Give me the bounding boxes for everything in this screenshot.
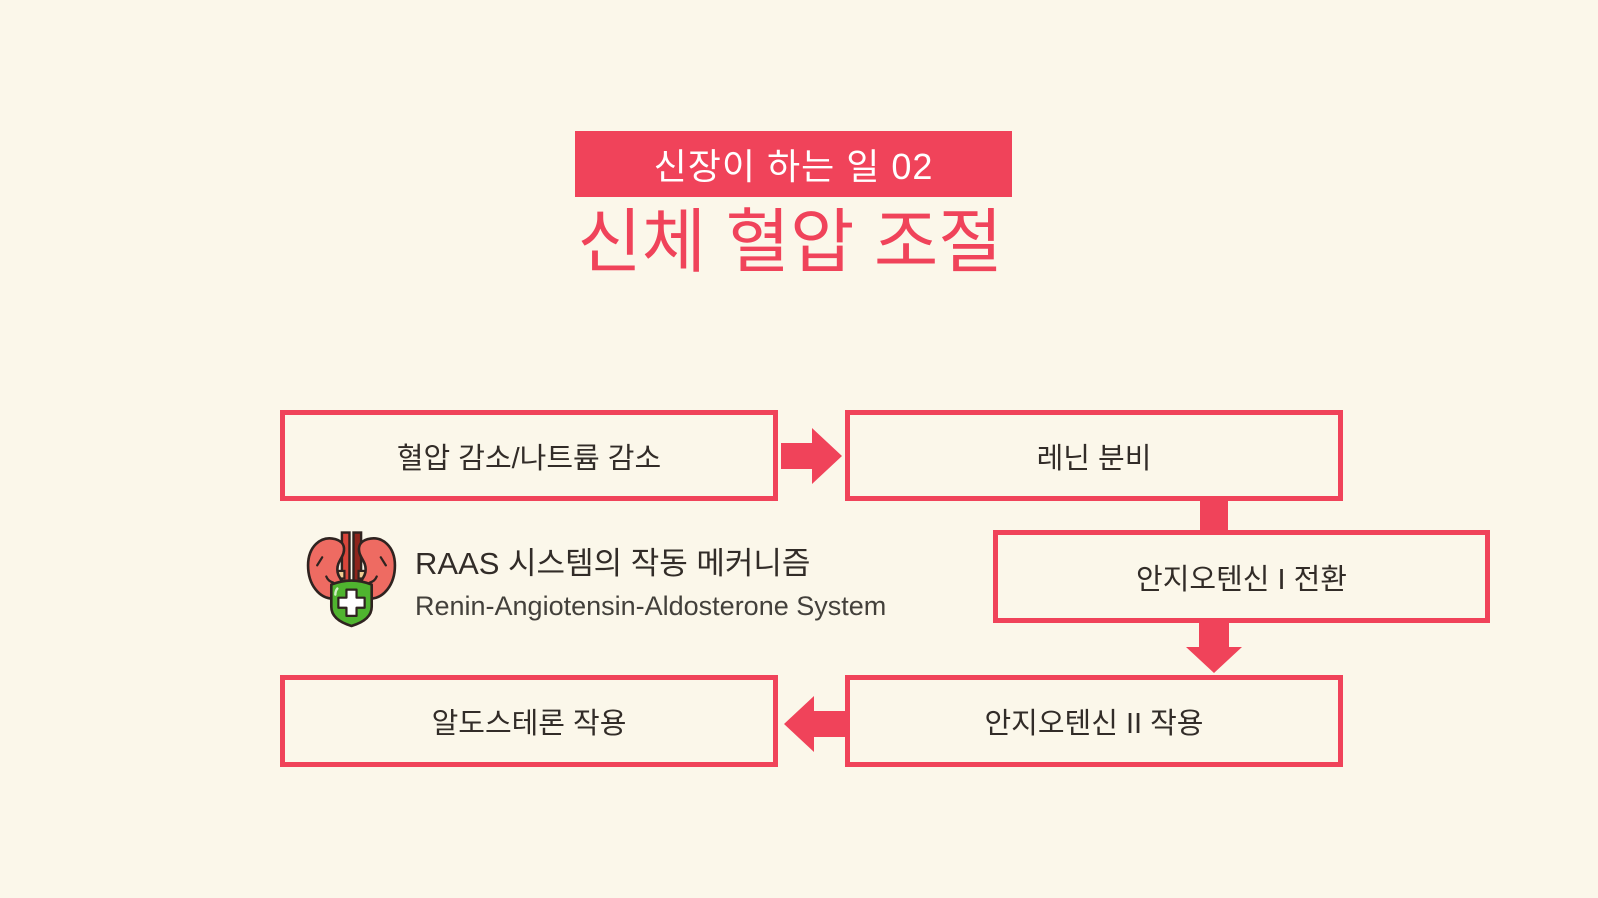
flow-box-label: 안지오텐신 I 전환 — [1136, 563, 1347, 596]
flow-box-label: 알도스테론 작용 — [431, 708, 627, 740]
flow-box-angiotensin-2-action: 안지오텐신 II 작용 — [845, 675, 1343, 767]
connector-down-bar — [1200, 499, 1228, 532]
flow-box-bp-sodium-decrease: 혈압 감소/나트륨 감소 — [280, 410, 778, 501]
raas-legend-title: RAAS 시스템의 작동 메커니즘 — [415, 546, 811, 581]
flow-box-label: 혈압 감소/나트륨 감소 — [396, 442, 662, 475]
arrow-right-icon — [781, 428, 843, 484]
raas-legend-subtitle: Renin-Angiotensin-Aldosterone System — [415, 591, 887, 621]
flow-box-aldosterone-action: 알도스테론 작용 — [280, 675, 778, 767]
arrow-down-icon — [1186, 621, 1242, 673]
flow-box-angiotensin-1-conversion: 안지오텐신 I 전환 — [993, 530, 1490, 623]
flow-box-label: 레닌 분비 — [1036, 442, 1152, 475]
header-badge: 신장이 하는 일 02 — [575, 131, 1012, 197]
flow-box-renin-secretion: 레닌 분비 — [845, 410, 1343, 501]
raas-legend: RAAS 시스템의 작동 메커니즘 Renin-Angiotensin-Aldo… — [415, 545, 886, 622]
header-badge-label: 신장이 하는 일 02 — [653, 146, 934, 187]
kidney-shield-icon — [301, 531, 402, 633]
arrow-left-icon — [783, 696, 845, 752]
page-title: 신체 혈압 조절 — [577, 203, 1003, 281]
flow-box-label: 안지오텐신 II 작용 — [984, 708, 1204, 740]
